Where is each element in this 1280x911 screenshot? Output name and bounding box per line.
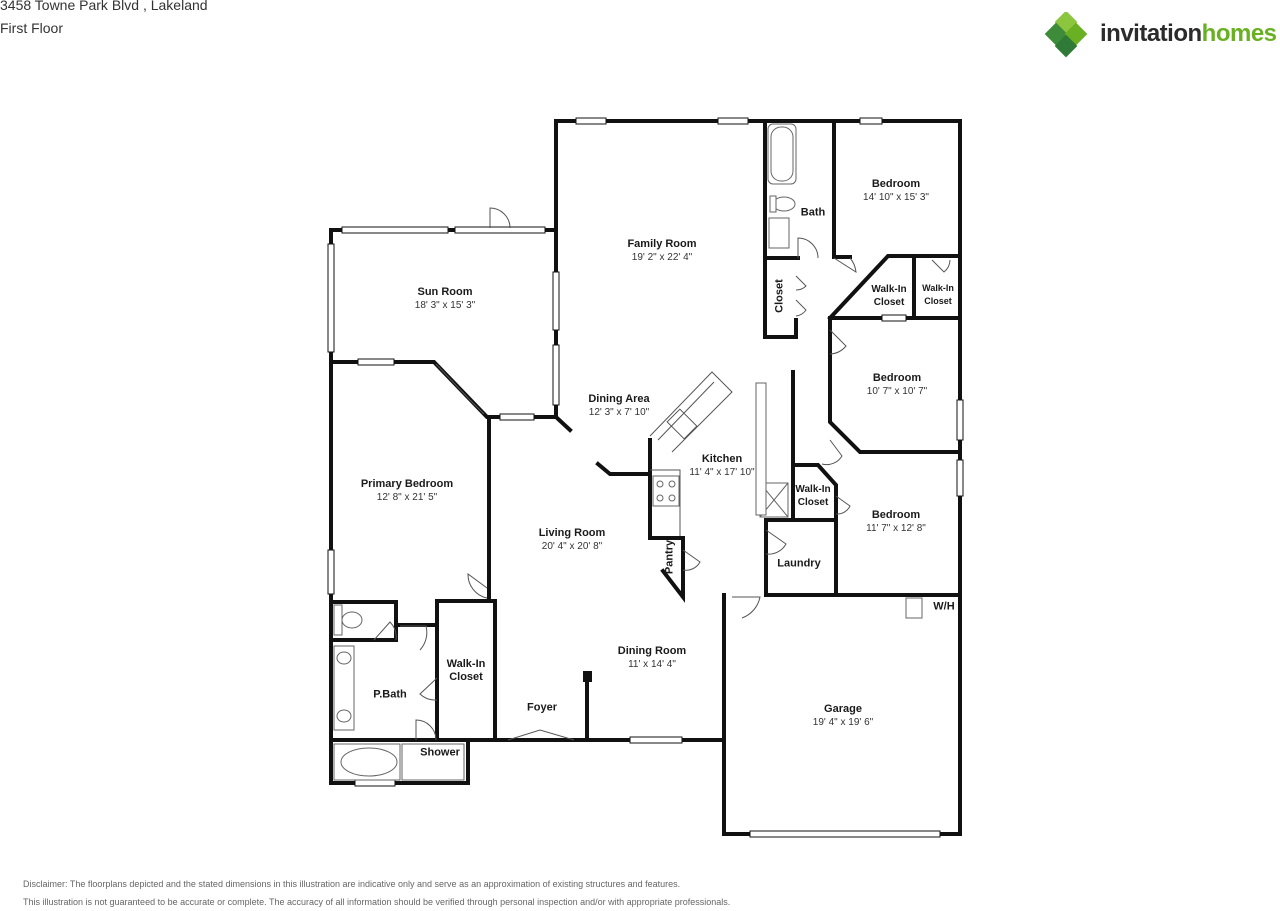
room-primary-bath: P.Bath <box>373 689 406 702</box>
room-bedroom-1: Bedroom 14' 10" x 15' 3" <box>863 178 929 204</box>
logo-word-homes: homes <box>1201 20 1277 47</box>
room-name: Sun Room <box>417 286 473 298</box>
room-bedroom-3: Bedroom 11' 7" x 12' 8" <box>866 509 926 535</box>
room-bedroom-2: Bedroom 10' 7" x 10' 7" <box>867 372 927 398</box>
disclaimer: Disclaimer: The floorplans depicted and … <box>23 875 730 911</box>
room-name: Dining Area <box>588 393 650 405</box>
disclaimer-line-1: Disclaimer: The floorplans depicted and … <box>23 879 681 889</box>
room-sun-room: Sun Room 18' 3" x 15' 3" <box>415 286 475 312</box>
room-name: Walk-In Closet <box>871 284 907 308</box>
room-name: Shower <box>420 746 460 759</box>
room-name: Walk-In Closet <box>446 658 486 683</box>
room-dims: 11' 4" x 17' 10" <box>689 467 755 478</box>
logo-mark-icon <box>1044 12 1088 58</box>
room-name: Walk-In Closet <box>922 283 954 306</box>
room-shower: Shower <box>420 747 460 760</box>
room-closet: Closet <box>774 279 787 313</box>
disclaimer-line-2: This illustration is not guaranteed to b… <box>23 897 731 907</box>
room-dining-room: Dining Room 11' x 14' 4" <box>618 645 686 671</box>
room-dims: 20' 4" x 20' 8" <box>541 541 603 552</box>
room-name: Bedroom <box>872 372 922 384</box>
room-foyer: Foyer <box>527 702 557 715</box>
room-living-room: Living Room 20' 4" x 20' 8" <box>539 527 606 553</box>
room-name: Primary Bedroom <box>360 478 454 490</box>
room-walkin-closet-2: Walk-In Closet <box>918 282 958 308</box>
room-name: Family Room <box>627 238 697 250</box>
room-primary-bedroom: Primary Bedroom 12' 8" x 21' 5" <box>361 478 453 504</box>
room-dims: 12' 3" x 7' 10" <box>588 407 650 418</box>
room-name: Bedroom <box>871 509 921 521</box>
room-name: Walk-In Closet <box>795 484 831 508</box>
room-dims: 12' 8" x 21' 5" <box>376 492 438 503</box>
floor-label: First Floor <box>0 20 63 36</box>
room-name: Kitchen <box>701 453 743 465</box>
room-dims: 18' 3" x 15' 3" <box>414 300 476 311</box>
room-dims: 11' 7" x 12' 8" <box>866 523 926 534</box>
room-dims: 11' x 14' 4" <box>628 659 676 670</box>
room-name: P.Bath <box>373 688 407 701</box>
room-water-heater: W/H <box>933 601 954 614</box>
room-name: Bath <box>800 206 826 219</box>
room-walkin-closet-1: Walk-In Closet <box>863 283 915 309</box>
room-kitchen: Kitchen 11' 4" x 17' 10" <box>689 453 754 479</box>
logo-word-invitation: invitation <box>1100 20 1202 47</box>
room-bath: Bath <box>801 207 825 220</box>
room-name: Laundry <box>777 557 821 570</box>
logo-wordmark: invitationhomes <box>1100 20 1277 48</box>
pillar <box>583 671 592 682</box>
room-name: Garage <box>824 703 862 715</box>
room-laundry: Laundry <box>777 558 820 571</box>
brand-logo: invitationhomes <box>1044 12 1280 60</box>
room-dims: 19' 2" x 22' 4" <box>631 252 693 263</box>
property-address: 3458 Towne Park Blvd , Lakeland <box>0 0 208 13</box>
room-pantry: Pantry <box>664 540 677 574</box>
room-garage: Garage 19' 4" x 19' 6" <box>813 703 873 729</box>
room-name: Foyer <box>527 701 557 714</box>
room-name: Pantry <box>663 539 676 575</box>
room-dining-area: Dining Area 12' 3" x 7' 10" <box>588 393 649 419</box>
room-dims: 10' 7" x 10' 7" <box>866 386 928 397</box>
room-dims: 19' 4" x 19' 6" <box>812 717 874 728</box>
room-family-room: Family Room 19' 2" x 22' 4" <box>627 238 696 264</box>
room-dims: 14' 10" x 15' 3" <box>863 192 929 203</box>
room-name: Bedroom <box>871 178 921 190</box>
room-name: Dining Room <box>617 645 687 657</box>
room-walkin-closet-3: Walk-In Closet <box>791 483 835 509</box>
room-walkin-closet-4: Walk-In Closet <box>442 658 490 684</box>
room-name: W/H <box>933 600 955 613</box>
room-name: Living Room <box>538 527 606 539</box>
room-name: Closet <box>773 279 786 313</box>
